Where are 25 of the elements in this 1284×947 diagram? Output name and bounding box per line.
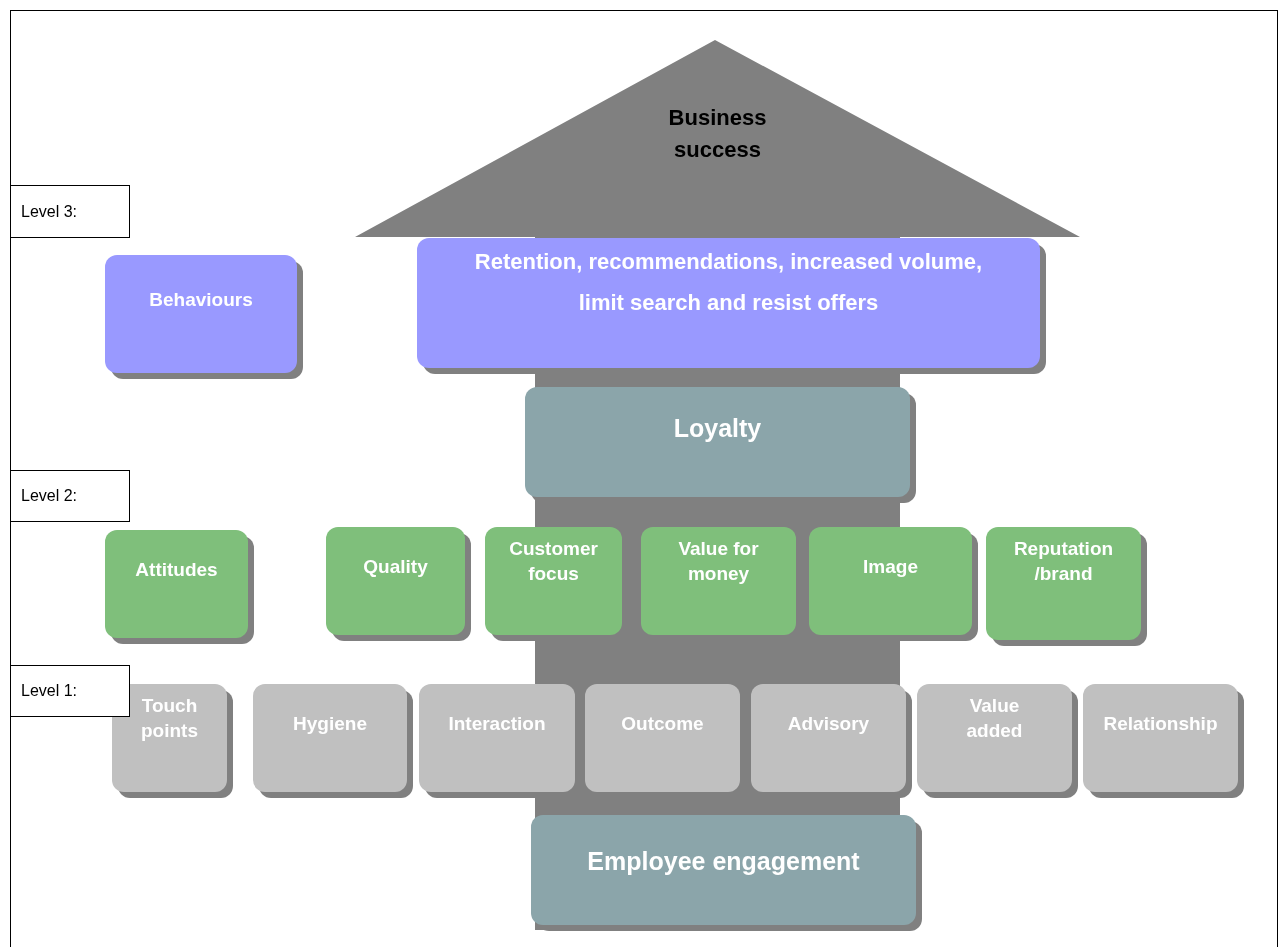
level-label-box (10, 665, 130, 717)
box-label: Outcome (621, 712, 704, 736)
level-label: Level 1: (21, 682, 78, 700)
level-label-box (10, 185, 130, 238)
box-label: Attitudes (135, 558, 218, 582)
box-label: Image (863, 555, 918, 579)
box-label: limit search and resist offers (578, 288, 879, 317)
box-label: Behaviours (149, 288, 253, 312)
box-label: Interaction (448, 712, 546, 736)
level-label: Level 2: (21, 487, 78, 505)
box-label: Quality (363, 555, 428, 579)
level-label: Level 3: (21, 202, 78, 221)
box-label: Customer focus (508, 537, 599, 586)
box-label: Employee engagement (587, 846, 860, 877)
box-label: Advisory (787, 712, 870, 736)
box-label: Hygiene (293, 712, 367, 736)
box-label: Reputation /brand (1012, 537, 1115, 586)
box-label: Touch points (140, 694, 199, 743)
goal-label: Business success (667, 104, 768, 164)
box-label: Value added (965, 694, 1024, 743)
box-label: Loyalty (673, 413, 762, 444)
box-label: Relationship (1103, 712, 1218, 736)
box-label: Retention, recommendations, increased volume, (473, 248, 984, 276)
level-label-box (10, 470, 130, 522)
box-label: Value for money (677, 537, 760, 586)
